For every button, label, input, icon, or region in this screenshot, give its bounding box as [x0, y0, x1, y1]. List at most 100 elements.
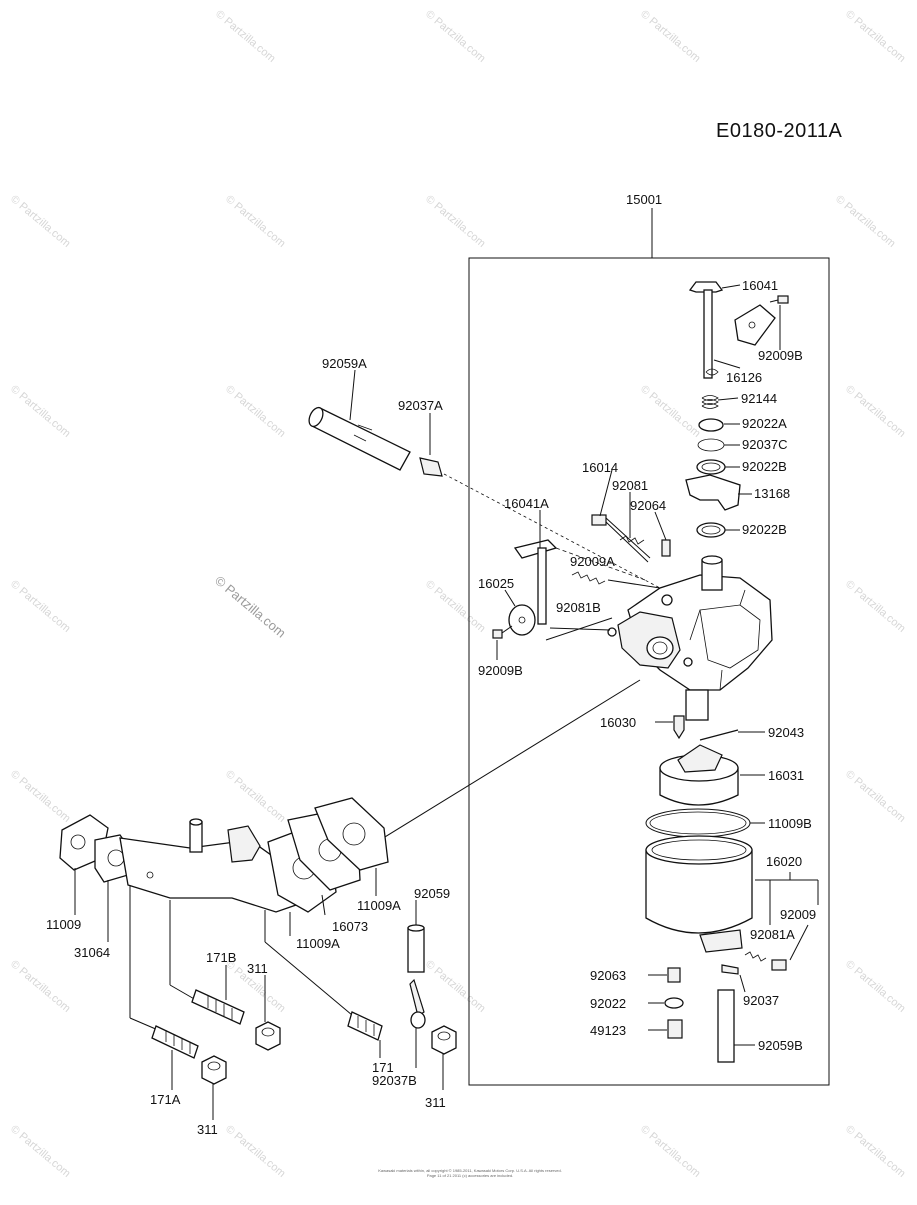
label-171: 171 — [372, 1060, 394, 1075]
watermark: © Partzilla.com — [8, 958, 72, 1015]
screw-92009B — [777, 295, 789, 304]
label-16030: 16030 — [600, 715, 636, 730]
label-16073: 16073 — [332, 919, 368, 934]
stud-171 — [347, 1011, 383, 1041]
adjust-screws — [571, 514, 671, 589]
carb-bore — [646, 636, 674, 660]
manifold-boss — [227, 825, 261, 863]
stud-threads — [357, 1016, 375, 1036]
oring-inner — [701, 525, 721, 535]
leader-line — [739, 974, 746, 993]
oring-92037C — [697, 438, 725, 452]
tube-top — [407, 924, 425, 932]
shaft-end — [705, 368, 719, 376]
screw-shank — [769, 299, 779, 303]
gasket-port — [342, 822, 366, 846]
jet-92064 — [661, 539, 671, 557]
bowl-drain-boss — [699, 929, 743, 953]
watermark: © Partzilla.com — [833, 193, 897, 250]
throttle-plate-16025 — [508, 604, 536, 636]
hose-body — [311, 407, 411, 471]
oring-92022A — [698, 418, 724, 432]
stud-hole — [146, 871, 154, 879]
assembly-line — [555, 547, 646, 581]
watermark: © Partzilla.com — [843, 578, 907, 635]
stud-threads — [165, 1030, 191, 1054]
nut-hole — [261, 1027, 275, 1037]
oring-92022B — [696, 459, 726, 475]
throttle-group — [492, 539, 646, 641]
hose-mark — [353, 424, 373, 442]
label-92037B: 92037B — [372, 1073, 417, 1088]
stud-171A — [151, 1025, 199, 1059]
gasket-inner — [649, 811, 747, 835]
intake-manifold — [59, 797, 389, 913]
label-15001: 15001 — [626, 192, 662, 207]
label-92144: 92144 — [741, 391, 777, 406]
clamp-92037 — [721, 964, 739, 975]
label-311-right: 311 — [425, 1095, 446, 1110]
carb-stem — [685, 689, 709, 721]
nipple-top — [189, 818, 203, 826]
throttle-shaft — [537, 547, 547, 625]
label-11009A-right: 11009A — [357, 898, 401, 913]
spring-92081A — [744, 951, 767, 962]
float-16031 — [659, 744, 739, 806]
watermark: © Partzilla.com — [223, 193, 287, 250]
watermark: © Partzilla.com — [8, 1123, 72, 1180]
label-92081B: 92081B — [556, 600, 601, 615]
label-92064: 92064 — [630, 498, 666, 513]
washer-92022 — [664, 997, 684, 1009]
carb-bore-inner — [652, 641, 668, 655]
label-92059: 92059 — [414, 886, 450, 901]
screw-92009 — [771, 959, 787, 971]
shaft-16126 — [703, 289, 713, 379]
clamp-92037A — [419, 457, 443, 477]
watermark: © Partzilla.com — [423, 958, 487, 1015]
carb-rib — [689, 589, 746, 691]
carb-screw-boss — [661, 594, 673, 606]
needle-16030 — [673, 715, 685, 740]
watermark: © Partzilla.com — [223, 383, 287, 440]
pin-92043 — [699, 729, 739, 741]
carburetor-body — [607, 555, 773, 721]
nut-hole — [207, 1061, 221, 1071]
watermark: © Partzilla.com — [843, 383, 907, 440]
watermark: © Partzilla.com — [8, 578, 72, 635]
label-11009B: 11009B — [768, 816, 812, 831]
screw-16014-shank — [605, 517, 651, 563]
label-16020: 16020 — [766, 854, 802, 869]
leader-line — [654, 511, 667, 541]
assembly-line — [169, 984, 197, 1001]
label-16126: 16126 — [726, 370, 762, 385]
label-171B: 171B — [206, 950, 236, 965]
oring-inner — [701, 462, 721, 472]
screw-92009B-left — [492, 629, 503, 639]
label-92009B-left: 92009B — [478, 663, 523, 678]
leader-line — [504, 589, 516, 607]
leader-line — [599, 469, 613, 517]
label-92037C: 92037C — [742, 437, 788, 452]
label-11009A-lower: 11009A — [296, 936, 340, 951]
flange-boss — [683, 657, 693, 667]
label-92037A: 92037A — [398, 398, 443, 413]
watermark: © Partzilla.com — [638, 8, 702, 65]
tube-92059B — [717, 989, 735, 1063]
choke-shaft-group — [688, 281, 789, 379]
carb-flange — [617, 611, 681, 669]
leader-line — [713, 359, 741, 369]
label-11009: 11009 — [46, 917, 81, 932]
float-hinge — [677, 744, 723, 773]
label-92059A: 92059A — [322, 356, 367, 371]
lever-16041A — [513, 539, 558, 559]
hose-end — [308, 406, 324, 428]
watermark: © Partzilla.com — [8, 193, 72, 250]
label-16031: 16031 — [768, 768, 804, 783]
watermark: © Partzilla.com — [8, 768, 72, 825]
watermark: © Partzilla.com — [843, 958, 907, 1015]
orings-stack — [685, 395, 741, 538]
nut-hole — [437, 1031, 451, 1041]
label-13168: 13168 — [754, 486, 790, 501]
leader-line — [721, 284, 741, 289]
